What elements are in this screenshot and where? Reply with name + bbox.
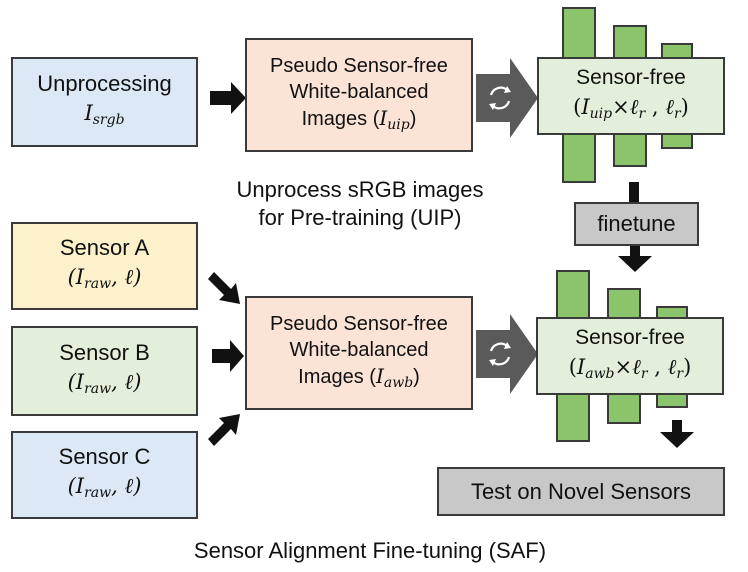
arrow-down-icon xyxy=(618,246,652,272)
saf-caption: Sensor Alignment Fine-tuning (SAF) xyxy=(193,538,547,563)
sensor-a-box: Sensor A (Iraw, ℓ) xyxy=(11,222,198,310)
bottom-pseudo-line1: Pseudo Sensor-free xyxy=(270,312,448,335)
bottom-sensor-free-box: Sensor-free (Iawb×ℓr , ℓr) xyxy=(536,317,724,395)
arrow-down-icon xyxy=(660,420,694,448)
bottom-sensor-free-label: Sensor-free xyxy=(575,325,685,349)
sensor-b-formula: (Iraw, ℓ) xyxy=(67,369,142,397)
arrow-sensor-c xyxy=(208,414,240,446)
sensor-c-box: Sensor C (Iraw, ℓ) xyxy=(11,431,198,519)
top-pseudo-line1: Pseudo Sensor-free xyxy=(270,54,448,77)
test-box: Test on Novel Sensors xyxy=(437,467,725,516)
uip-caption-line2: for Pre-training (UIP) xyxy=(258,205,462,230)
unprocessing-formula: Isrgb xyxy=(84,100,125,128)
bottom-pseudo-line2: White-balanced xyxy=(289,338,429,361)
sensor-c-formula: (Iraw, ℓ) xyxy=(67,473,142,501)
finetune-box: finetune xyxy=(574,202,699,246)
bottom-pseudo-line3: Images (Iawb) xyxy=(298,363,420,391)
bottom-pseudo-box: Pseudo Sensor-free White-balanced Images… xyxy=(245,296,473,410)
uip-caption: Unprocess sRGB images for Pre-training (… xyxy=(190,176,530,232)
arrow-sensor-b xyxy=(212,340,244,372)
top-pseudo-box: Pseudo Sensor-free White-balanced Images… xyxy=(245,38,473,152)
finetune-label: finetune xyxy=(597,211,676,236)
arrow-right-icon xyxy=(210,82,246,114)
sensor-b-label: Sensor B xyxy=(59,339,150,365)
top-pseudo-line3: Images (Iuip) xyxy=(301,105,417,133)
arrow-sensor-a xyxy=(208,272,240,304)
top-pseudo-line2: White-balanced xyxy=(289,80,429,103)
bottom-gray-arrow xyxy=(476,314,538,394)
sensor-c-label: Sensor C xyxy=(58,443,151,469)
refresh-cycle-icon xyxy=(489,342,511,366)
sensor-a-label: Sensor A xyxy=(59,234,150,260)
sensor-a-formula: (Iraw, ℓ) xyxy=(67,264,142,292)
top-sensor-free-label: Sensor-free xyxy=(576,65,686,89)
unprocessing-box: Unprocessing Isrgb xyxy=(11,57,198,147)
top-gray-arrow xyxy=(476,58,538,138)
top-sensor-free-formula: (Iuip×ℓr , ℓr) xyxy=(573,94,689,122)
arrow-down-icon xyxy=(629,182,639,202)
refresh-cycle-icon xyxy=(489,86,511,110)
test-label: Test on Novel Sensors xyxy=(470,478,692,504)
uip-caption-line1: Unprocess sRGB images xyxy=(236,177,484,202)
unprocessing-label: Unprocessing xyxy=(37,70,172,96)
bottom-sensor-free-formula: (Iawb×ℓr , ℓr) xyxy=(568,354,692,382)
sensor-b-box: Sensor B (Iraw, ℓ) xyxy=(11,326,198,416)
top-sensor-free-box: Sensor-free (Iuip×ℓr , ℓr) xyxy=(537,57,725,135)
